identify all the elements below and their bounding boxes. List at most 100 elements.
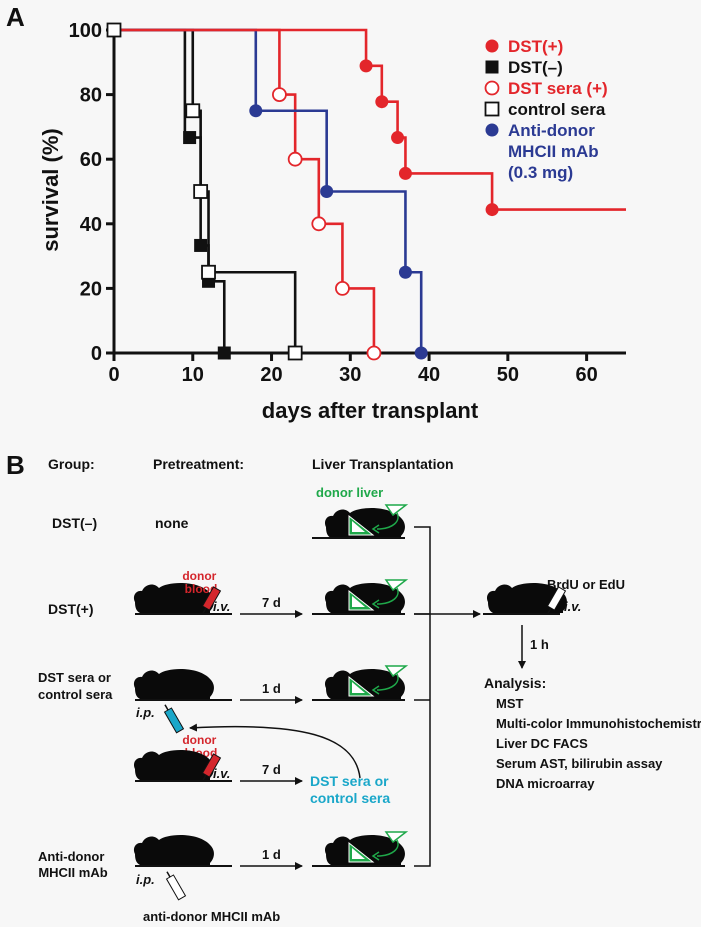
route-iv-row2: i.v. bbox=[213, 599, 230, 614]
survival-chart: 0 20 40 60 80 100 0 10 20 30 40 50 60 days after tra… bbox=[38, 20, 626, 423]
x-tick-label: 10 bbox=[182, 364, 204, 386]
panel-b-label: B bbox=[6, 450, 25, 480]
legend-marker-1 bbox=[485, 60, 499, 74]
x-tick-label: 40 bbox=[418, 364, 440, 386]
analysis-item: Serum AST, bilirubin assay bbox=[496, 756, 663, 771]
series-point-3 bbox=[287, 345, 303, 361]
y-tick-label: 0 bbox=[91, 343, 102, 365]
legend-marker-3 bbox=[484, 101, 500, 117]
series-point-4 bbox=[249, 104, 263, 118]
x-tick-label: 30 bbox=[339, 364, 361, 386]
legend-label-4: MHCII mAb bbox=[508, 142, 599, 161]
chart-series-markers bbox=[106, 22, 499, 361]
sera-product-label: DST sera or control sera bbox=[310, 773, 392, 806]
interval-1h: 1 h bbox=[530, 637, 549, 652]
syringe-sera-row3 bbox=[163, 704, 185, 734]
series-point-0 bbox=[359, 59, 373, 73]
mab-injectable-label: anti-donor MHCII mAb bbox=[143, 909, 280, 924]
series-point-3 bbox=[201, 264, 216, 280]
group-sera-line1: DST sera or bbox=[38, 670, 111, 685]
sera-product-line2: control sera bbox=[310, 790, 390, 806]
route-ip-row5: i.p. bbox=[136, 872, 155, 887]
syringe-blood-row4 bbox=[201, 753, 222, 781]
panel-a-label: A bbox=[6, 2, 25, 32]
y-tick-label: 100 bbox=[69, 20, 102, 42]
series-point-2 bbox=[287, 151, 303, 167]
series-point-4 bbox=[398, 265, 412, 279]
x-tick-label: 60 bbox=[575, 364, 597, 386]
y-axis-label: survival (%) bbox=[38, 128, 63, 252]
interval-1d-row3: 1 d bbox=[262, 681, 281, 696]
donor-livers bbox=[348, 504, 409, 863]
x-axis-label: days after transplant bbox=[262, 398, 479, 423]
liver-graft-1 bbox=[348, 579, 409, 611]
sera-product-line1: DST sera or bbox=[310, 773, 389, 789]
pretreatment-none: none bbox=[155, 515, 189, 531]
y-tick-label: 80 bbox=[80, 85, 102, 107]
series-point-1 bbox=[194, 238, 208, 252]
recipient-mouse-sera-pre bbox=[133, 669, 214, 699]
chart-legend: DST(+) DST(–) DST sera (+) control seraAnti… bbox=[484, 37, 608, 182]
series-point-0 bbox=[398, 166, 412, 180]
donor-blood-label-row2: donor blood bbox=[182, 569, 219, 596]
y-tick-label: 40 bbox=[80, 214, 102, 236]
legend-label-0: DST(+) bbox=[508, 37, 563, 56]
interval-1d-row5: 1 d bbox=[262, 847, 281, 862]
donor-blood-mouse-row4 bbox=[133, 750, 214, 780]
series-point-2 bbox=[272, 87, 287, 102]
route-iv-brdu: i.v. bbox=[564, 599, 581, 614]
group-dst-pos-label: DST(+) bbox=[48, 601, 94, 617]
series-point-2 bbox=[335, 280, 350, 296]
series-point-4 bbox=[414, 346, 428, 360]
analysis-item: DNA microarray bbox=[496, 776, 595, 791]
header-group: Group: bbox=[48, 456, 95, 472]
group-dst-neg-label: DST(–) bbox=[52, 515, 97, 531]
interval-7d-row2: 7 d bbox=[262, 595, 281, 610]
group-mab-label: Anti-donor MHCII mAb bbox=[38, 849, 108, 880]
y-tick-label: 60 bbox=[80, 149, 102, 171]
header-transplantation: Liver Transplantation bbox=[312, 456, 454, 472]
legend-label-3: control sera bbox=[508, 100, 606, 119]
series-point-0 bbox=[391, 131, 405, 145]
route-iv-row4: i.v. bbox=[213, 766, 230, 781]
group-mab-line2: MHCII mAb bbox=[38, 865, 107, 880]
series-point-3 bbox=[185, 103, 201, 119]
panel-b-headers: Group: Pretreatment: Liver Transplantati… bbox=[48, 456, 454, 472]
analysis-item: MST bbox=[496, 696, 524, 711]
series-line-0 bbox=[114, 28, 626, 211]
x-tick-label: 20 bbox=[260, 364, 282, 386]
liver-graft-0 bbox=[348, 504, 409, 536]
donor-blood-line1-row2: donor bbox=[182, 569, 216, 583]
donor-blood-line2-row2: blood bbox=[185, 582, 218, 596]
analysis-title: Analysis: bbox=[484, 675, 546, 691]
brdu-label: BrdU or EdU bbox=[547, 577, 625, 592]
series-point-2 bbox=[311, 216, 327, 232]
interval-7d-row4: 7 d bbox=[262, 762, 281, 777]
liver-graft-2 bbox=[348, 665, 409, 697]
y-tick-label: 20 bbox=[80, 278, 102, 300]
analysis-item: Multi-color Immunohistochemistry bbox=[496, 716, 701, 731]
legend-marker-4 bbox=[485, 123, 499, 137]
legend-label-4: (0.3 mg) bbox=[508, 163, 573, 182]
legend-label-1: DST(–) bbox=[508, 58, 563, 77]
x-tick-label: 0 bbox=[108, 364, 119, 386]
legend-label-2: DST sera (+) bbox=[508, 79, 608, 98]
syringe-blood-row2 bbox=[201, 586, 222, 614]
series-point-3 bbox=[193, 184, 209, 199]
legend-label-4: Anti-donor bbox=[508, 121, 595, 140]
x-tick-label: 50 bbox=[497, 364, 519, 386]
series-point-1 bbox=[217, 346, 231, 360]
header-pretreatment: Pretreatment: bbox=[153, 456, 244, 472]
analysis-item: Liver DC FACS bbox=[496, 736, 588, 751]
series-point-0 bbox=[485, 203, 499, 217]
group-sera-label: DST sera or control sera bbox=[38, 670, 115, 702]
donor-blood-line1-row4: donor bbox=[182, 733, 216, 747]
recipient-mouse-mab-pre bbox=[133, 835, 214, 865]
donor-liver-label: donor liver bbox=[316, 485, 383, 500]
liver-graft-3 bbox=[348, 831, 409, 863]
group-mab-line1: Anti-donor bbox=[38, 849, 104, 864]
chart-axes: 0 20 40 60 80 100 0 10 20 30 40 50 60 bbox=[69, 20, 626, 386]
group-bracket bbox=[414, 526, 431, 867]
series-point-0 bbox=[375, 95, 389, 109]
